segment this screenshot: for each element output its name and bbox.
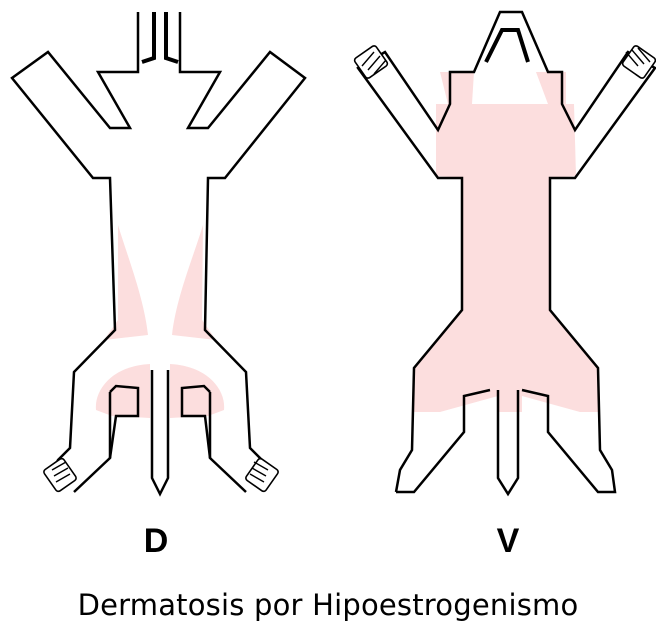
- ventral-lesion-ears-left: [440, 72, 474, 104]
- dorsal-left-hind-leg: [73, 392, 112, 493]
- ventral-view-label: V: [496, 522, 520, 560]
- dorsal-body-fill: [12, 12, 305, 496]
- ventral-head-detail: [484, 28, 530, 63]
- dorsal-paw-right: [245, 457, 279, 493]
- ventral-paw-left: [353, 45, 389, 79]
- dorsal-head-detail: [141, 12, 179, 64]
- dorsal-outline: [10, 12, 307, 497]
- dorsal-view: [10, 12, 307, 497]
- dorsal-right-hind-leg: [208, 392, 247, 493]
- ventral-tail: [496, 390, 520, 497]
- dorsal-lesion-right-flank: [172, 225, 216, 340]
- ventral-lesion-trunk: [414, 104, 598, 412]
- dorsal-paw-left: [43, 457, 77, 493]
- ventral-view: [353, 10, 656, 497]
- ventral-outline: [356, 10, 656, 494]
- ventral-paw-right: [621, 45, 656, 79]
- dorsal-view-label: D: [143, 522, 169, 560]
- dorsal-lesion-left-flank: [104, 225, 148, 340]
- figure-caption: Dermatosis por Hipoestrogenismo: [77, 588, 579, 622]
- ventral-lesion-ears-right: [536, 72, 566, 104]
